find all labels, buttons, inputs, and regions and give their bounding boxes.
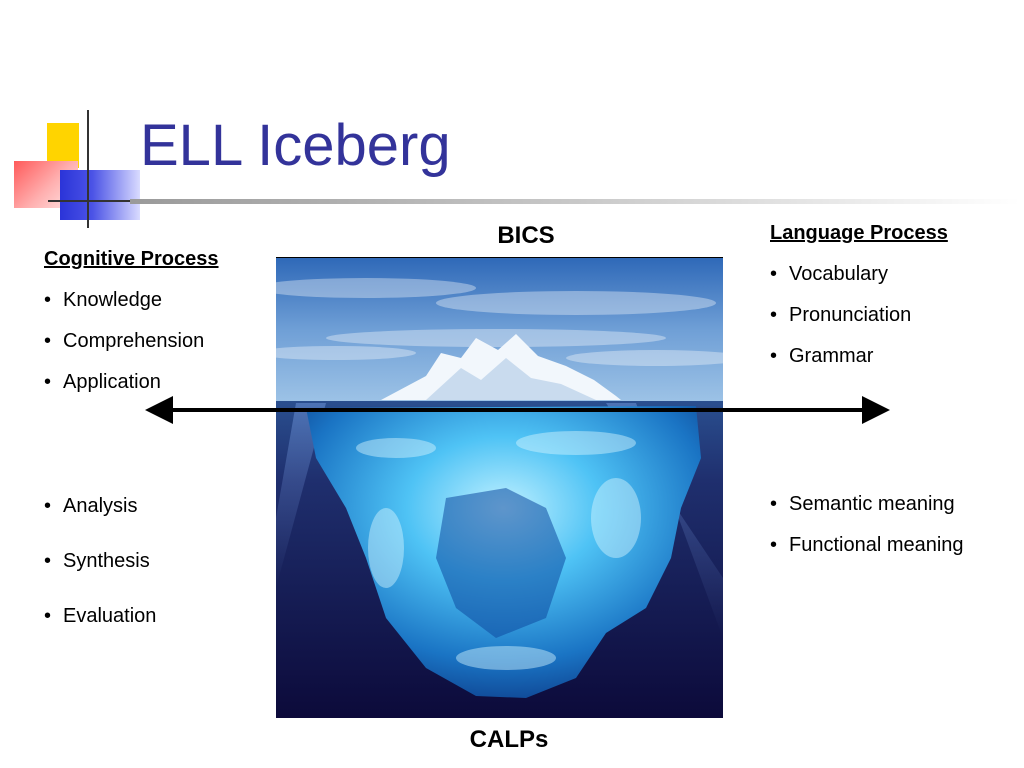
cognitive-below-list: Analysis Synthesis Evaluation [44,494,156,628]
list-item: Semantic meaning [770,492,964,516]
cognitive-process-heading: Cognitive Process [44,248,219,270]
double-arrow-icon [145,396,890,424]
list-item: Knowledge [44,288,219,312]
language-above-list: Vocabulary Pronunciation Grammar [770,262,948,368]
list-item: Application [44,370,219,394]
logo-blue-square [60,170,140,220]
list-item: Functional meaning [770,533,964,557]
list-item: Vocabulary [770,262,948,286]
cognitive-process-section: Cognitive Process Knowledge Comprehensio… [44,247,219,394]
slide-title: ELL Iceberg [140,113,451,178]
list-item: Evaluation [44,604,156,628]
iceberg-image [276,257,723,718]
logo-yellow-square [47,123,79,168]
bics-label: BICS [497,222,555,249]
logo-vertical-line [87,110,89,228]
cognitive-below-section: Analysis Synthesis Evaluation [44,494,156,659]
decorative-logo [0,0,158,240]
list-item: Grammar [770,344,948,368]
language-process-section: Language Process Vocabulary Pronunciatio… [770,221,948,368]
list-item: Analysis [44,494,156,518]
cognitive-above-list: Knowledge Comprehension Application [44,288,219,394]
language-below-section: Semantic meaning Functional meaning [770,492,964,574]
title-underline [130,199,1020,204]
calps-label: CALPs [469,726,549,753]
language-below-list: Semantic meaning Functional meaning [770,492,964,557]
list-item: Pronunciation [770,303,948,327]
logo-horizontal-line [48,200,158,202]
language-process-heading: Language Process [770,222,948,244]
list-item: Comprehension [44,329,219,353]
list-item: Synthesis [44,549,156,573]
